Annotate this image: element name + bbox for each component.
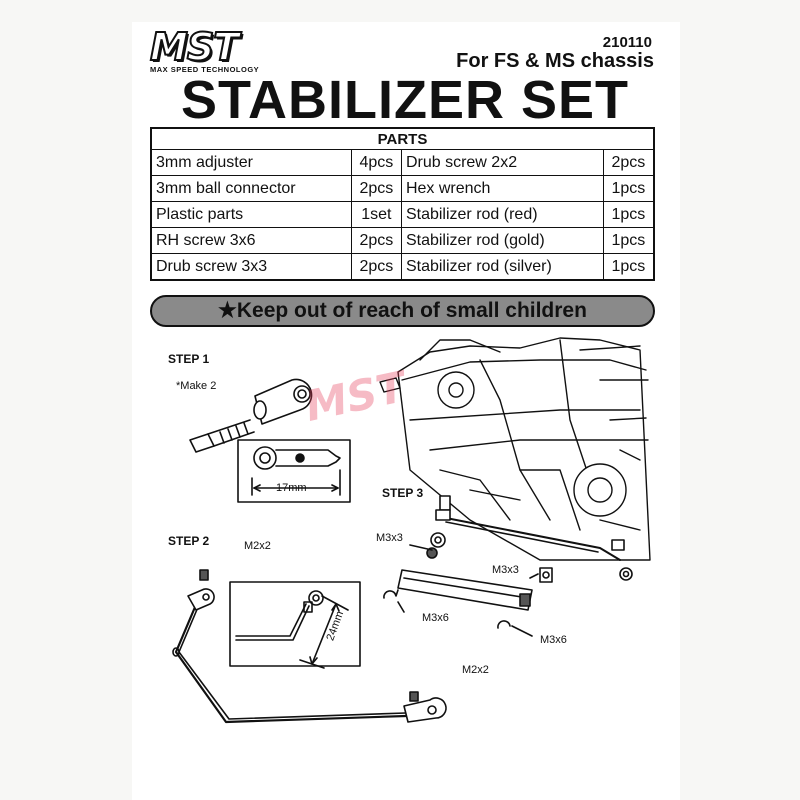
step1-label: STEP 1 [168,352,210,366]
brand-wordmark: MST [149,25,240,69]
step3-left-grub: M3x3 [376,532,403,544]
part-qty: 2pcs [350,175,402,202]
part-qty: 2pcs [350,253,402,281]
part-qty: 1pcs [602,175,655,202]
step1-detail-box [237,439,351,503]
part-name: Plastic parts [150,201,352,228]
part-qty: 1pcs [602,253,655,281]
part-name: 3mm ball connector [150,175,352,202]
step3-label: STEP 3 [382,486,424,500]
step2-label: STEP 2 [168,534,210,548]
part-name: Stabilizer rod (silver) [400,253,604,281]
part-qty: 1pcs [602,201,655,228]
brand-logo: MST MAX SPEED TECHNOLOGY [149,25,300,74]
step1-dimension: 17mm [276,482,307,494]
hex-screw-drawing [189,419,255,453]
chassis-drawing [379,337,651,561]
part-name: 3mm adjuster [150,149,352,176]
brand-tagline: MAX SPEED TECHNOLOGY [150,65,260,74]
table-row: RH screw 3x6 2pcs Stabilizer rod (gold) … [150,227,655,254]
part-qty: 2pcs [602,149,655,176]
part-name: RH screw 3x6 [150,227,352,254]
ball-end-drawing [253,378,313,425]
table-row: Plastic parts 1set Stabilizer rod (red) … [150,201,655,228]
table-row: 3mm ball connector 2pcs Hex wrench 1pcs [150,175,655,202]
part-name: Drub screw 2x2 [400,149,604,176]
step2-screw-top: M2x2 [244,540,271,552]
part-qty: 4pcs [350,149,402,176]
step2-screw-bottom: M2x2 [462,664,489,676]
step2-detail-box [229,581,361,669]
parts-heading-row: PARTS [150,127,655,150]
stabilizer-rod-drawing [172,569,447,724]
part-qty: 1set [350,201,402,228]
part-name: Stabilizer rod (red) [400,201,604,228]
parts-heading: PARTS [150,127,655,150]
chassis-subtitle: For FS & MS chassis [456,50,654,72]
table-row: 3mm adjuster 4pcs Drub screw 2x2 2pcs [150,149,655,176]
step3-right-screw: M3x6 [540,634,567,646]
page-title: STABILIZER SET [180,70,629,130]
step3-assembly-drawing [383,495,633,637]
part-qty: 1pcs [602,227,655,254]
parts-table: PARTS 3mm adjuster 4pcs Drub screw 2x2 2… [150,127,655,281]
document-code: 210110 [602,34,652,51]
step1-note: *Make 2 [176,380,217,392]
step3-left-screw: M3x6 [422,612,449,624]
step3-right-grub: M3x3 [492,564,519,576]
part-name: Stabilizer rod (gold) [400,227,604,254]
part-name: Hex wrench [400,175,604,202]
part-qty: 2pcs [350,227,402,254]
table-row: Drub screw 3x3 2pcs Stabilizer rod (silv… [150,253,655,281]
warning-banner: ★Keep out of reach of small children [150,295,655,327]
part-name: Drub screw 3x3 [150,253,352,281]
